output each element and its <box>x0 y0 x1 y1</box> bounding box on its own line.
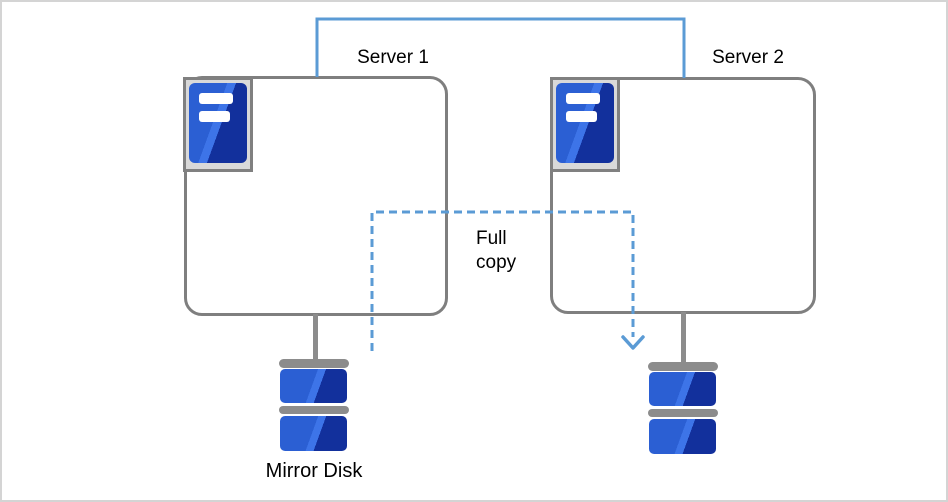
drive-bay-icon <box>566 93 600 104</box>
disk-cap <box>648 409 718 417</box>
server-tower-body <box>189 83 247 163</box>
server1-disk-connector <box>313 314 318 362</box>
mirror-disk1-icon <box>279 359 349 451</box>
drive-bay-icon <box>566 111 597 122</box>
mirror-disk-label: Mirror Disk <box>265 460 363 482</box>
server1-tower-icon <box>183 77 253 172</box>
disk-cap <box>279 406 349 414</box>
disk-platter <box>649 372 716 406</box>
disk-platter <box>649 419 716 454</box>
mirror-disk2-icon <box>648 362 718 454</box>
disk-cap <box>648 362 718 371</box>
disk-platter <box>280 416 347 451</box>
disk-platter <box>280 369 347 403</box>
server2-disk-connector <box>681 312 686 365</box>
full-copy-label: Full copy <box>476 228 517 273</box>
drive-bay-icon <box>199 93 233 104</box>
server1-label: Server 1 <box>357 47 429 68</box>
disk-cap <box>279 359 349 368</box>
full-copy-arrowhead-icon <box>621 335 645 350</box>
server-tower-body <box>556 83 614 163</box>
server2-label: Server 2 <box>712 47 784 68</box>
server2-tower-icon <box>550 77 620 172</box>
drive-bay-icon <box>199 111 230 122</box>
